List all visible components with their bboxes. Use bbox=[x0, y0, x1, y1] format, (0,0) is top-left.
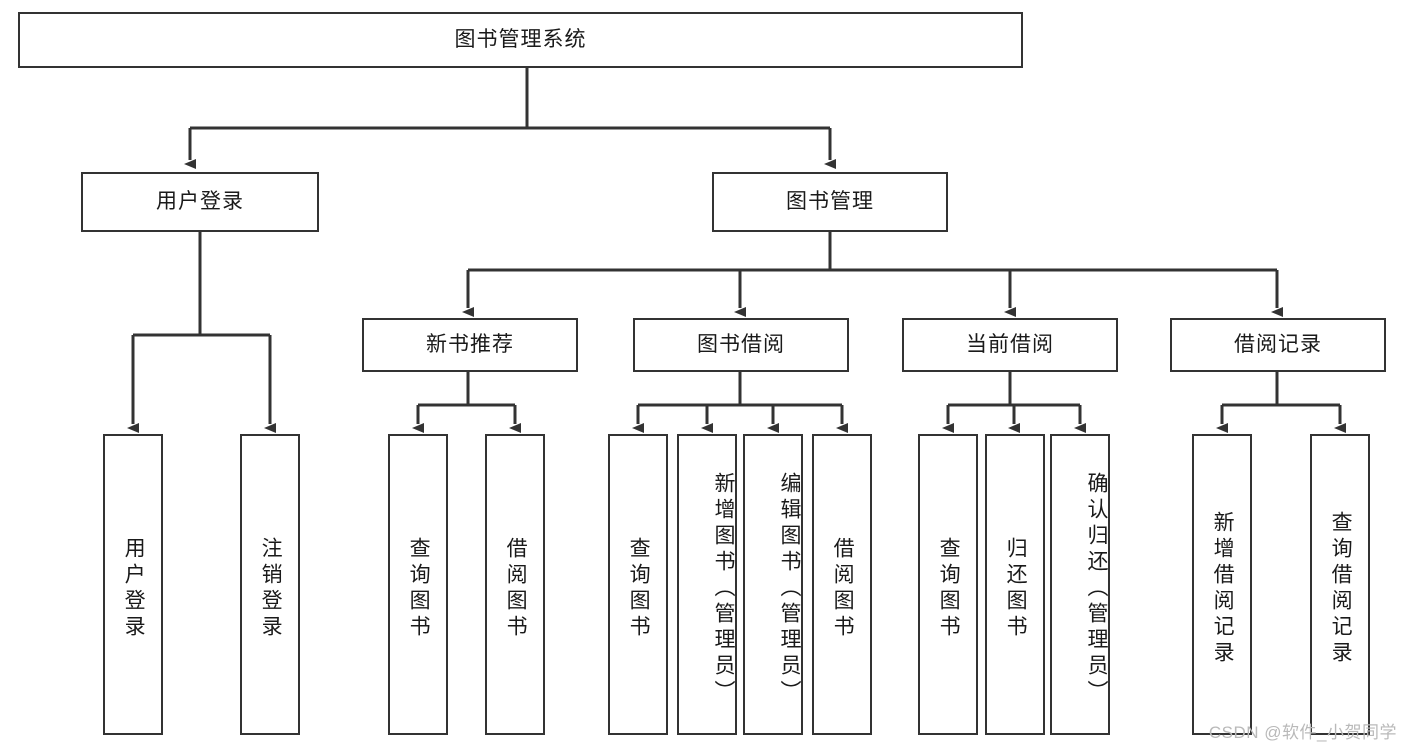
node-root-label: 图书管理系统 bbox=[454, 28, 587, 52]
leaf-confirm-return-admin-label: 确认归还（管理员） bbox=[1085, 471, 1108, 706]
leaf-borrow-book[interactable]: 借阅图书 bbox=[812, 434, 872, 735]
leaf-return-book[interactable]: 归还图书 bbox=[985, 434, 1045, 735]
leaf-add-book-admin[interactable]: 新增图书（管理员） bbox=[677, 434, 737, 735]
leaf-user-login-label: 用户登录 bbox=[122, 536, 146, 641]
node-current-borrow-label: 当前借阅 bbox=[966, 333, 1054, 357]
leaf-edit-book-admin[interactable]: 编辑图书（管理员） bbox=[743, 434, 803, 735]
leaf-borrow-book-recommend[interactable]: 借阅图书 bbox=[485, 434, 545, 735]
node-borrow-record-label: 借阅记录 bbox=[1234, 333, 1322, 357]
node-new-book-recommend-label: 新书推荐 bbox=[426, 333, 514, 357]
leaf-add-borrow-record-label: 新增借阅记录 bbox=[1211, 510, 1235, 667]
node-book-management-label: 图书管理 bbox=[786, 190, 874, 214]
watermark: CSDN @软件_小贺同学 bbox=[1208, 723, 1397, 742]
leaf-add-borrow-record[interactable]: 新增借阅记录 bbox=[1192, 434, 1252, 735]
node-book-borrow[interactable]: 图书借阅 bbox=[633, 318, 849, 372]
node-book-borrow-label: 图书借阅 bbox=[697, 333, 785, 357]
leaf-query-book-recommend-label: 查询图书 bbox=[407, 536, 431, 641]
leaf-query-book-borrow-label: 查询图书 bbox=[627, 536, 651, 641]
leaf-user-logout-label: 注销登录 bbox=[259, 536, 283, 641]
node-borrow-record[interactable]: 借阅记录 bbox=[1170, 318, 1386, 372]
leaf-query-book-borrow[interactable]: 查询图书 bbox=[608, 434, 668, 735]
leaf-edit-book-admin-label: 编辑图书（管理员） bbox=[778, 471, 801, 706]
leaf-user-login[interactable]: 用户登录 bbox=[103, 434, 163, 735]
leaf-borrow-book-recommend-label: 借阅图书 bbox=[504, 536, 528, 641]
leaf-query-book-current-label: 查询图书 bbox=[937, 536, 961, 641]
node-new-book-recommend[interactable]: 新书推荐 bbox=[362, 318, 578, 372]
leaf-add-book-admin-label: 新增图书（管理员） bbox=[712, 471, 735, 706]
leaf-query-book-current[interactable]: 查询图书 bbox=[918, 434, 978, 735]
node-user-login-label: 用户登录 bbox=[156, 190, 244, 214]
node-root[interactable]: 图书管理系统 bbox=[18, 12, 1023, 68]
leaf-borrow-book-label: 借阅图书 bbox=[831, 536, 855, 641]
leaf-user-logout[interactable]: 注销登录 bbox=[240, 434, 300, 735]
leaf-query-borrow-record[interactable]: 查询借阅记录 bbox=[1310, 434, 1370, 735]
node-current-borrow[interactable]: 当前借阅 bbox=[902, 318, 1118, 372]
leaf-query-book-recommend[interactable]: 查询图书 bbox=[388, 434, 448, 735]
leaf-query-borrow-record-label: 查询借阅记录 bbox=[1329, 510, 1353, 667]
node-user-login[interactable]: 用户登录 bbox=[81, 172, 319, 232]
leaf-return-book-label: 归还图书 bbox=[1004, 536, 1028, 641]
node-book-management[interactable]: 图书管理 bbox=[712, 172, 948, 232]
leaf-confirm-return-admin[interactable]: 确认归还（管理员） bbox=[1050, 434, 1110, 735]
